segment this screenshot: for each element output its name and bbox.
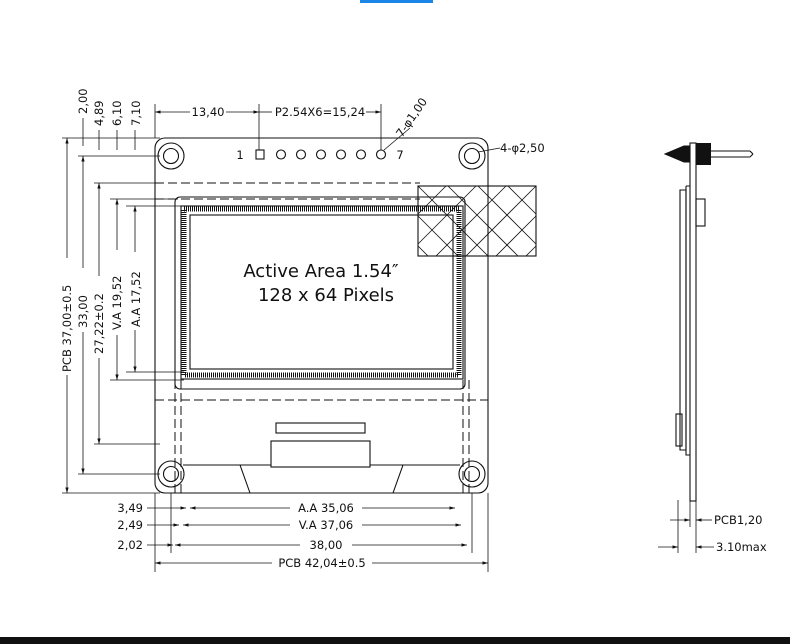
dim-side-max: 3.10max — [716, 540, 767, 554]
dim-2-49: 2,49 — [117, 518, 143, 532]
dim-pcb-height: PCB 37,00±0.5 — [60, 285, 74, 372]
side-pin-housing — [696, 143, 711, 165]
bottom-dimensions: 3,49 A.A 35,06 2,49 V.A 37,06 2,02 38,00… — [117, 493, 489, 572]
pin-first-label: 1 — [236, 148, 243, 162]
pin-header — [255, 149, 387, 160]
pin-last-label: 7 — [396, 148, 403, 162]
side-view: PCB1,20 3.10max — [658, 142, 767, 554]
viewing-area — [180, 205, 464, 380]
dim-38-00: 38,00 — [310, 538, 343, 552]
front-view: 1 7 Active Area 1.54″ 128 x 64 Pixels — [154, 137, 537, 494]
pixel-count-text: 128 x 64 Pixels — [258, 285, 394, 306]
dim-va-height: V.A 19,52 — [110, 276, 124, 331]
side-glass — [679, 189, 687, 451]
fpc-tab — [275, 422, 366, 434]
dim-side-pcb: PCB1,20 — [714, 513, 762, 527]
dim-pitch: P2.54X6=15,24 — [275, 105, 365, 119]
dim-va-width: V.A 37,06 — [299, 518, 354, 532]
top-dimensions: 13,40 P2.54X6=15,24 7-φ1,00 4-φ2,50 2,00… — [76, 88, 545, 155]
active-area-text: Active Area 1.54″ — [243, 261, 399, 282]
dim-2-02: 2,02 — [117, 538, 143, 552]
dim-mount-hole: 4-φ2,50 — [500, 141, 545, 155]
dim-pcb-width: PCB 42,04±0.5 — [278, 556, 365, 570]
dim-13-40: 13,40 — [192, 105, 225, 119]
pcb-outline — [154, 137, 489, 494]
dim-6-10: 6,10 — [110, 100, 124, 126]
dim-4-89: 4,89 — [92, 100, 106, 126]
top-accent-bar — [360, 0, 433, 3]
dim-3-49: 3,49 — [117, 501, 143, 515]
dim-7-10: 7,10 — [129, 100, 143, 126]
glass-outline — [174, 196, 466, 390]
active-area-border — [181, 206, 462, 378]
dim-2-00: 2,00 — [76, 88, 90, 114]
active-area — [189, 214, 454, 370]
hatched-region — [417, 185, 537, 257]
dim-aa-width: A.A 35,06 — [298, 501, 354, 515]
fpc-connector — [270, 440, 371, 468]
side-pcb — [689, 142, 697, 502]
dim-aa-height: A.A 17,52 — [129, 271, 143, 327]
bottom-rule — [0, 637, 790, 644]
dim-pin-hole: 7-φ1,00 — [393, 95, 430, 140]
side-pin-tip — [663, 145, 691, 163]
dim-33-00: 33,00 — [76, 295, 90, 328]
side-component — [695, 198, 706, 227]
mount-holes — [157, 142, 486, 488]
left-dimensions: PCB 37,00±0.5 33,00 27,22±0.2 V.A 19,52 … — [60, 137, 184, 494]
dim-27-22: 27,22±0.2 — [92, 293, 106, 354]
